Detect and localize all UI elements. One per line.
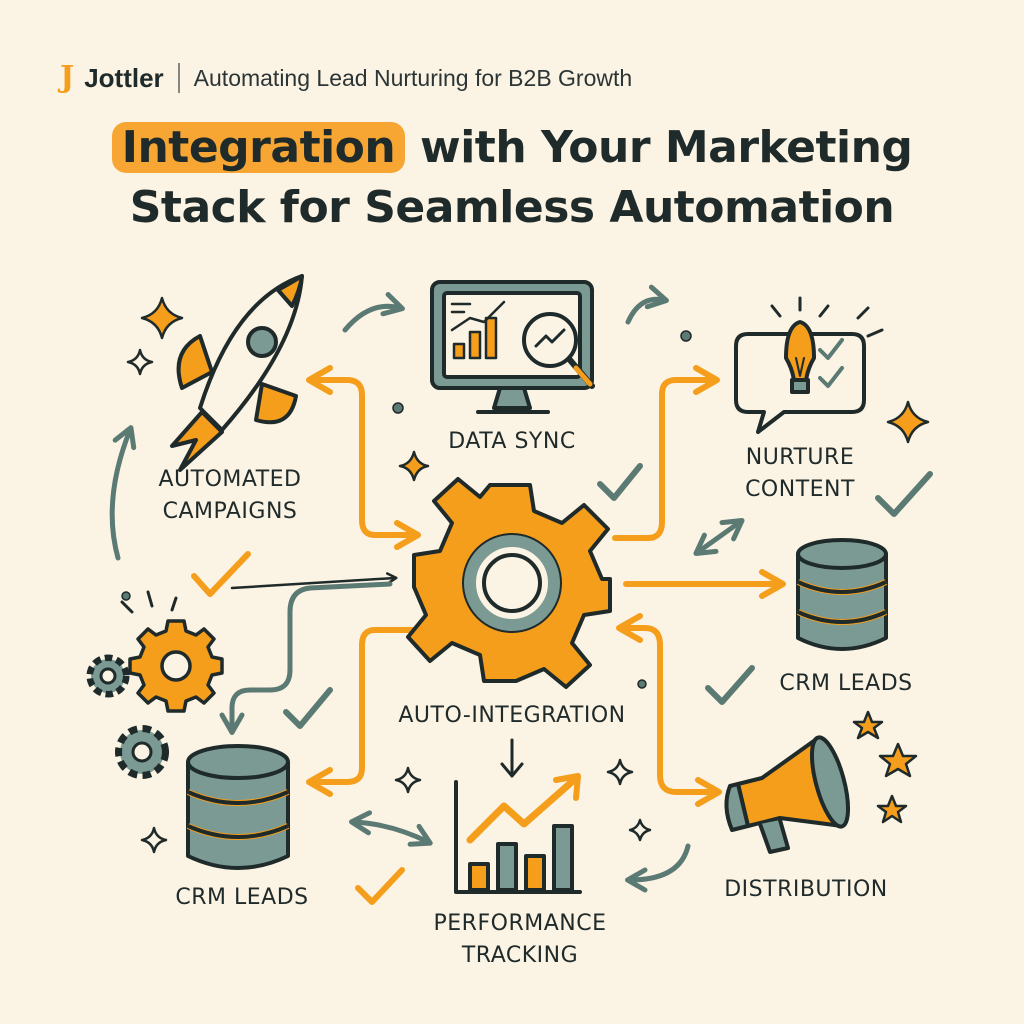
sparkle-icon	[606, 758, 634, 786]
check-icon	[283, 687, 333, 729]
check-icon	[355, 867, 405, 905]
brand-tagline: Automating Lead Nurturing for B2B Growth	[193, 64, 633, 91]
gear-icon	[406, 477, 612, 689]
curved-arrow-to-nurture	[625, 284, 669, 325]
curved-arrow-campaigns-up	[109, 425, 137, 561]
database-icon	[796, 538, 888, 651]
label-automated-campaigns-1: AUTOMATED	[158, 467, 301, 492]
connector-gear-to-crm-left	[306, 627, 418, 797]
sparkle-icon	[394, 766, 422, 794]
brand-name: Jottler	[84, 62, 164, 93]
sparkle-icons	[126, 296, 930, 854]
connector-gear-to-distribution	[616, 613, 722, 807]
check-icon	[875, 471, 933, 517]
label-performance-tracking-1: PERFORMANCE	[434, 911, 607, 936]
tiny-gear-icon	[115, 725, 169, 779]
tiny-gear-icon	[86, 654, 130, 698]
database-icon	[186, 744, 290, 870]
sparkle-icon	[140, 296, 184, 340]
double-arrow-nurture	[693, 518, 745, 556]
checkmark-icons	[191, 463, 933, 905]
lightbulb-chat-icon	[734, 296, 884, 434]
megaphone-icon	[724, 735, 851, 854]
brand-divider	[177, 63, 180, 93]
sparkle-icon	[886, 400, 930, 444]
curved-arrow-to-datasync	[342, 291, 405, 333]
down-arrow-icon	[500, 738, 524, 778]
title-line2: Stack for Seamless Automation	[129, 182, 895, 233]
double-arrow-crm-tracking	[349, 810, 433, 847]
check-icon	[705, 665, 755, 705]
label-crm-leads-right: CRM LEADS	[779, 671, 912, 696]
label-distribution: DISTRIBUTION	[724, 877, 888, 902]
small-gear-icon	[128, 619, 224, 713]
growth-chart-icon	[454, 773, 582, 894]
spark-lines	[120, 590, 178, 614]
star-icon	[852, 710, 884, 740]
connector-gear-to-nurture	[612, 365, 720, 541]
check-icon	[597, 463, 643, 501]
page-title: Integration with Your Marketing Stack fo…	[0, 118, 1024, 238]
sparkle-icon	[628, 818, 652, 842]
label-crm-leads-left: CRM LEADS	[175, 885, 308, 910]
label-auto-integration: AUTO-INTEGRATION	[398, 703, 625, 728]
sparkle-icon	[126, 348, 154, 376]
orange-connectors	[306, 365, 786, 807]
title-line1-rest: with Your Marketing	[405, 122, 913, 173]
curved-arrow-distribution-to-tracking	[625, 843, 691, 893]
monitor-analytics-icon	[430, 280, 595, 414]
teal-connectors	[109, 284, 745, 893]
decorative-dots	[121, 330, 692, 689]
label-performance-tracking-2: TRACKING	[461, 943, 578, 968]
star-icon	[876, 794, 908, 824]
label-data-sync: DATA SYNC	[448, 429, 575, 454]
connector-gear-to-campaigns	[306, 365, 421, 550]
connector-left-to-gear	[230, 572, 398, 590]
sparkle-icon	[140, 826, 168, 854]
label-automated-campaigns-2: CAMPAIGNS	[163, 499, 298, 524]
label-nurture-content-1: NURTURE	[746, 445, 854, 470]
sparkle-icon	[398, 450, 430, 482]
star-icon	[878, 742, 918, 778]
label-nurture-content-2: CONTENT	[745, 477, 855, 502]
brand-header: J Jottler Automating Lead Nurturing for …	[60, 58, 632, 98]
check-icon	[191, 551, 251, 597]
rocket-icon	[170, 274, 304, 472]
jottler-logo-icon: J	[60, 60, 75, 95]
title-highlight: Integration	[111, 122, 406, 173]
connector-gear-to-left-db	[219, 581, 393, 735]
